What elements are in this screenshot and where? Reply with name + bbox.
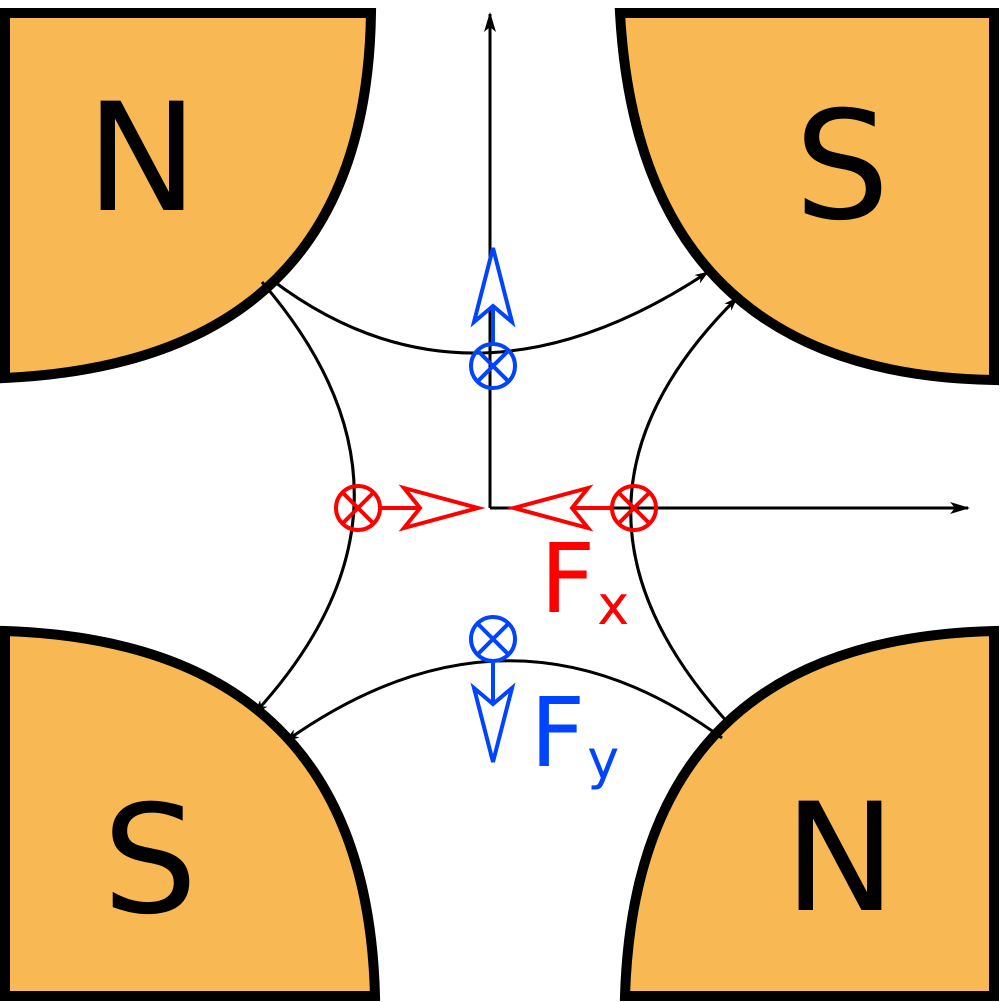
force-x-label: Fx bbox=[540, 523, 629, 637]
pole-label-top-left: N bbox=[86, 72, 198, 246]
field-line-bottom bbox=[285, 659, 723, 743]
force-y-label: Fy bbox=[530, 677, 619, 791]
pole-label-bottom-left: S bbox=[102, 774, 197, 948]
current-into-page-bottom bbox=[469, 615, 517, 663]
pole-top-right bbox=[614, 8, 999, 386]
pole-bottom-right bbox=[619, 625, 999, 1001]
force-y-arrow-down bbox=[470, 661, 516, 763]
force-x-subscript: x bbox=[597, 574, 629, 637]
force-x-arrow-right bbox=[381, 484, 486, 532]
force-y-subscript: y bbox=[587, 728, 619, 791]
pole-label-bottom-right: N bbox=[784, 772, 896, 946]
pole-top-left bbox=[0, 8, 377, 384]
pole-bottom-left bbox=[0, 625, 381, 1001]
force-x-arrow-left bbox=[506, 484, 612, 532]
pole-label-top-right: S bbox=[794, 80, 889, 254]
force-y-arrow-up bbox=[470, 247, 516, 344]
current-into-page-top bbox=[469, 342, 517, 390]
current-into-page-left bbox=[334, 484, 382, 532]
field-line-left bbox=[253, 281, 356, 715]
field-line-right bbox=[629, 296, 739, 727]
force-y-symbol: F bbox=[530, 677, 585, 789]
force-x-symbol: F bbox=[540, 523, 595, 635]
